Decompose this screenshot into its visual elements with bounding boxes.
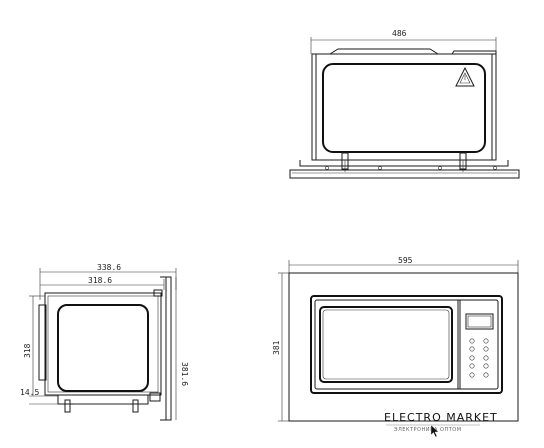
mouse-cursor-icon <box>430 424 440 438</box>
side-inner-height-label: 318 <box>23 343 32 358</box>
watermark-logo: ELECTRO MARKET ЭЛЕКТРОНИКА ОПТОМ <box>384 411 498 438</box>
warning-triangle-icon <box>455 66 475 87</box>
top-width-label: 486 <box>392 29 407 38</box>
top-view: 486 <box>289 29 520 179</box>
front-height-label: 381 <box>272 340 281 355</box>
control-buttons <box>469 338 489 378</box>
side-view: 338.6 318.6 318 381.6 14.5 <box>20 263 189 421</box>
watermark-title: ELECTRO MARKET <box>384 411 498 424</box>
front-view: 595 381 <box>272 256 519 422</box>
watermark-subtitle: ЭЛЕКТРОНИКА ОПТОМ <box>394 427 462 433</box>
side-height-label: 381.6 <box>180 362 189 386</box>
side-inner-width-label: 318.6 <box>88 276 112 285</box>
side-bottom-offset-label: 14.5 <box>20 388 39 397</box>
display-panel <box>465 313 494 330</box>
side-outer-width-label: 338.6 <box>97 263 121 272</box>
front-width-label: 595 <box>398 256 413 265</box>
